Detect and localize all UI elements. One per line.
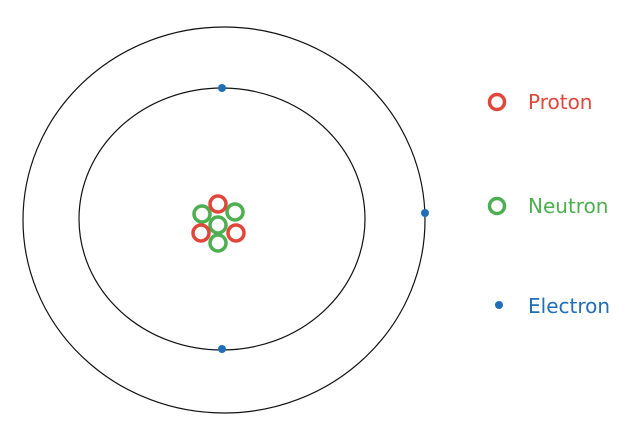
legend-item-electron: Electron bbox=[484, 291, 610, 321]
neutron bbox=[225, 202, 245, 222]
legend-label-neutron: Neutron bbox=[528, 194, 609, 218]
proton bbox=[208, 194, 228, 214]
neutron-ring-icon bbox=[484, 195, 510, 217]
neutron bbox=[192, 204, 212, 224]
electron-dot-icon bbox=[484, 295, 510, 317]
proton bbox=[226, 223, 246, 243]
nucleus bbox=[191, 194, 246, 253]
electron-inner-bottom bbox=[218, 345, 226, 353]
neutron bbox=[208, 215, 228, 235]
atom bbox=[22, 26, 429, 414]
outer-shell-orbit bbox=[22, 26, 426, 414]
legend-label-electron: Electron bbox=[528, 294, 611, 318]
neutron bbox=[208, 233, 228, 253]
proton bbox=[191, 223, 211, 243]
legend-item-neutron: Neutron bbox=[484, 191, 608, 221]
electron-inner-top bbox=[218, 84, 226, 92]
electron-outer-right bbox=[421, 209, 429, 217]
legend-label-proton: Proton bbox=[528, 90, 593, 114]
legend-item-proton: Proton bbox=[484, 87, 592, 117]
proton-ring-icon bbox=[484, 91, 510, 113]
